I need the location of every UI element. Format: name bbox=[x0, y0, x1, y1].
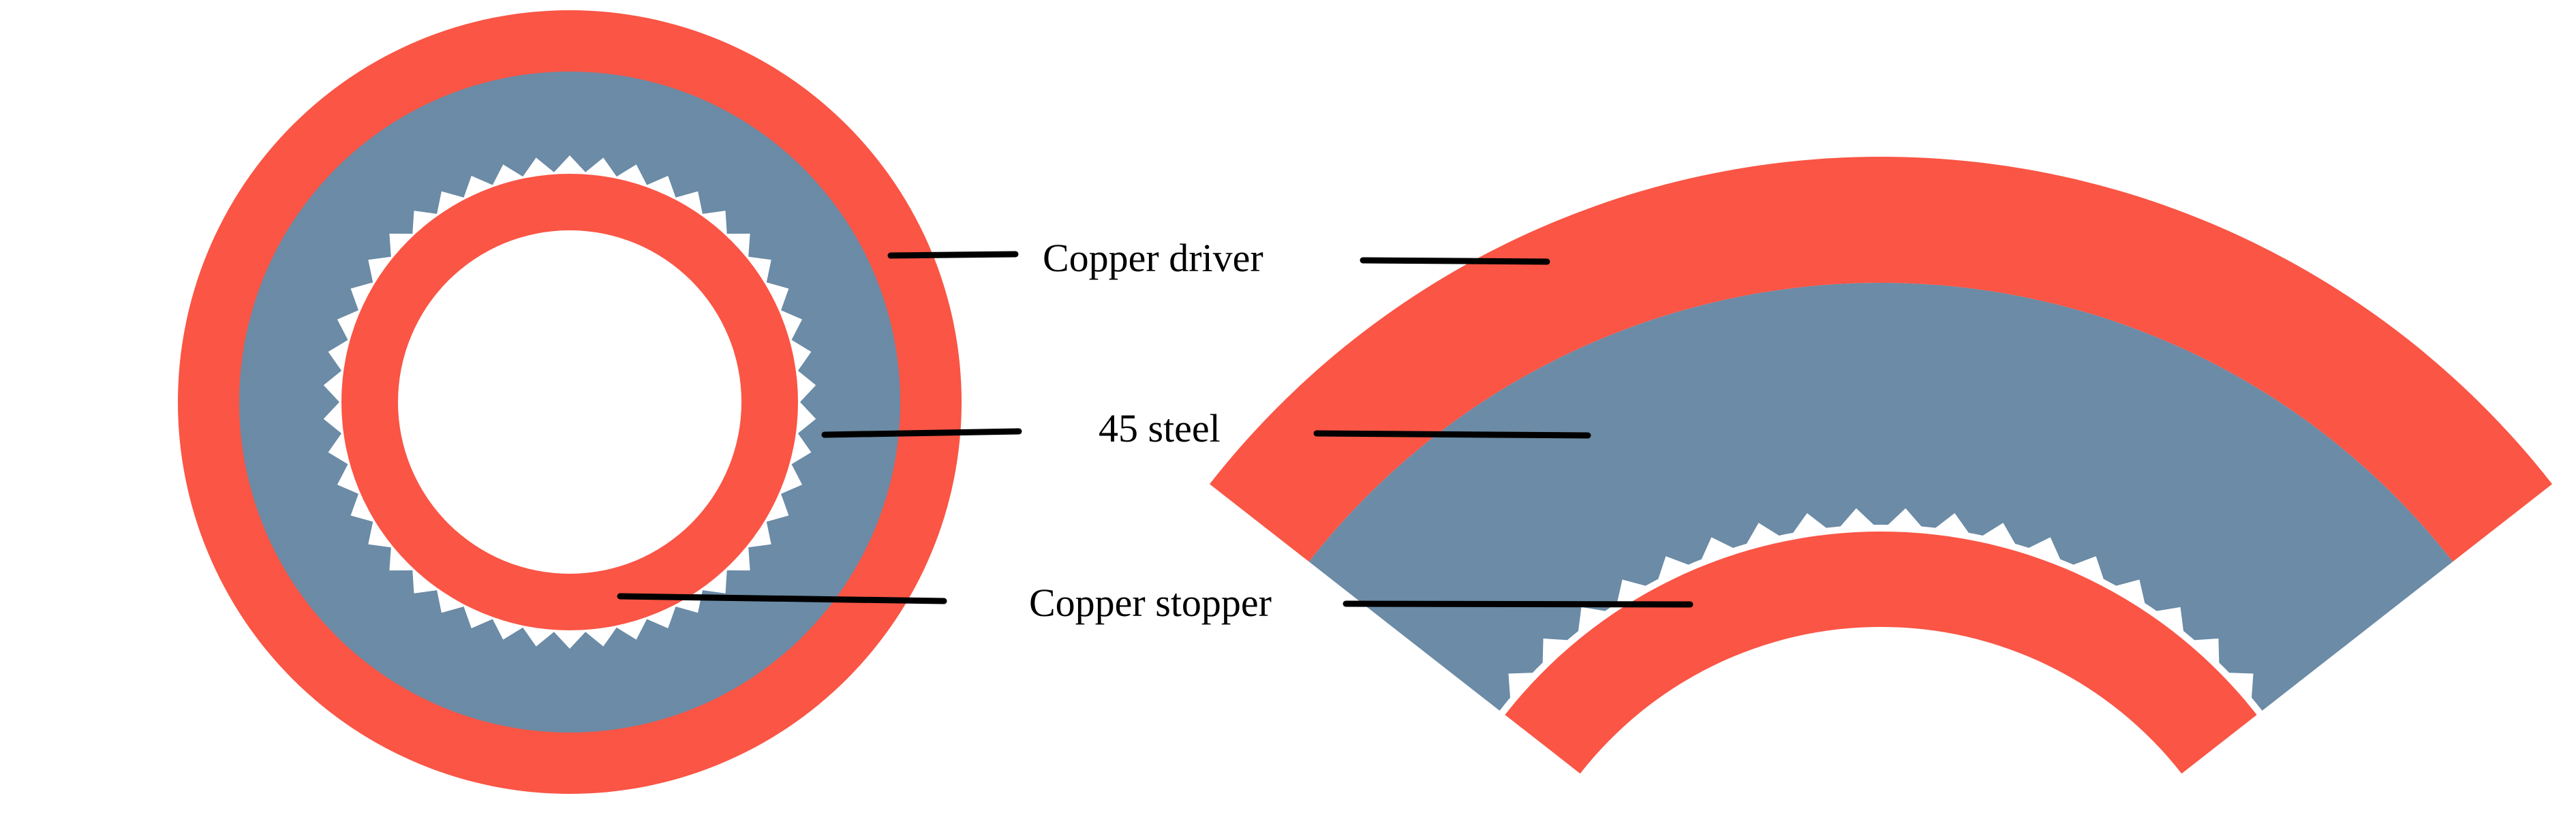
leader-line-stopper-left bbox=[617, 593, 947, 604]
sector-view bbox=[1210, 156, 2552, 774]
label-copper-driver: Copper driver bbox=[1043, 236, 1263, 280]
label-copper-stopper: Copper stopper bbox=[1029, 581, 1272, 625]
bore-hole bbox=[398, 230, 741, 574]
label-45-steel: 45 steel bbox=[1099, 406, 1221, 450]
leader-line-steel-right bbox=[1313, 430, 1591, 439]
leader-line-steel-left bbox=[821, 428, 1022, 438]
copper-driver-sector bbox=[1210, 156, 2552, 562]
leader-lines bbox=[617, 251, 1693, 608]
copper-stopper-sector bbox=[1505, 531, 2257, 774]
full-ring-view bbox=[178, 10, 962, 794]
leader-line-driver-right bbox=[1360, 257, 1550, 265]
leader-line-driver-left bbox=[887, 251, 1019, 259]
